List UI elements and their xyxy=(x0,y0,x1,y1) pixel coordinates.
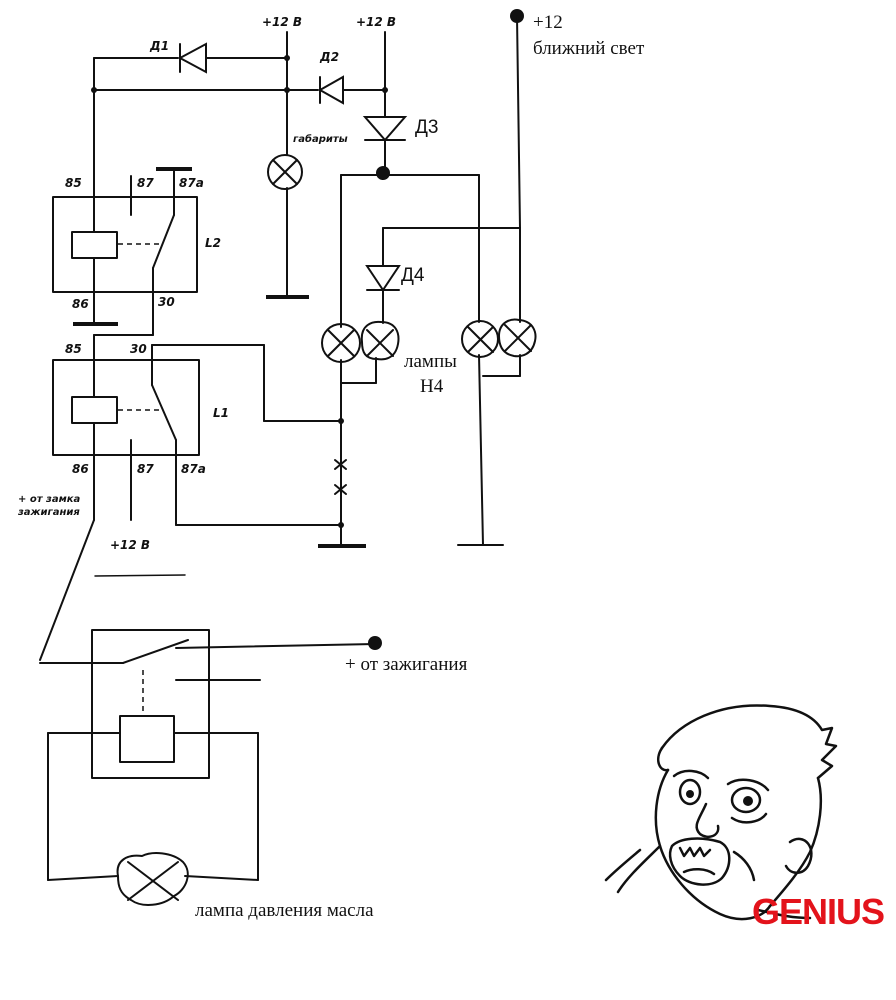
label-plus12-b: +12 В xyxy=(356,15,396,29)
genius-face-icon xyxy=(604,704,838,921)
l1-pin87a: 87а xyxy=(181,462,206,476)
label-d3: Д3 xyxy=(415,117,438,138)
l2-pin87a: 87а xyxy=(179,176,204,190)
label-plus12-bottom: +12 В xyxy=(110,538,150,552)
l1-name: L1 xyxy=(213,406,229,420)
l1-pin30: 30 xyxy=(130,342,147,356)
h4-lamp-icon xyxy=(461,320,499,358)
label-low-beam: ближний свет xyxy=(533,38,645,59)
top-wiring xyxy=(91,31,388,299)
gabarity-lamp-icon xyxy=(267,154,303,190)
diode-d1 xyxy=(177,42,207,74)
label-lamps: лампы xyxy=(404,351,457,372)
label-plus12-high: +12 xyxy=(533,12,563,33)
l2-pin30: 30 xyxy=(158,295,175,309)
label-h4: Н4 xyxy=(420,376,444,397)
oil-relay xyxy=(39,519,382,881)
l2-pin86: 86 xyxy=(72,297,89,311)
relay-l1 xyxy=(52,334,200,521)
label-oil-lamp: лампа давления масла xyxy=(195,900,374,921)
label-ignition-lock-2: зажигания xyxy=(17,507,80,518)
break-marks xyxy=(334,459,347,495)
genius-caption: GENIUS xyxy=(752,891,884,932)
label-ignition-lock-1: + от замка xyxy=(18,494,81,505)
label-gabarity: габариты xyxy=(293,133,348,145)
l1-pin87: 87 xyxy=(137,462,154,476)
diode-d3 xyxy=(362,116,408,142)
l2-pin87: 87 xyxy=(137,176,154,190)
label-d1: Д1 xyxy=(149,39,169,53)
h4-lamp-icon xyxy=(498,318,537,358)
label-d4: Д4 xyxy=(401,265,425,286)
oil-pressure-lamp-icon xyxy=(116,852,189,906)
l1-pin85: 85 xyxy=(65,342,82,356)
relay-l2 xyxy=(52,167,198,336)
label-from-ignition: + от зажигания xyxy=(345,654,468,675)
l2-pin85: 85 xyxy=(65,176,82,190)
diode-d2 xyxy=(317,75,344,105)
l2-name: L2 xyxy=(205,236,221,250)
h4-lamp-icon xyxy=(360,320,400,361)
headlight-wiring xyxy=(151,9,524,548)
h4-lamp-icon xyxy=(321,323,361,363)
l1-pin86: 86 xyxy=(72,462,89,476)
label-d2: Д2 xyxy=(319,50,339,64)
diode-d4 xyxy=(365,265,401,292)
label-plus12-a: +12 В xyxy=(262,15,302,29)
